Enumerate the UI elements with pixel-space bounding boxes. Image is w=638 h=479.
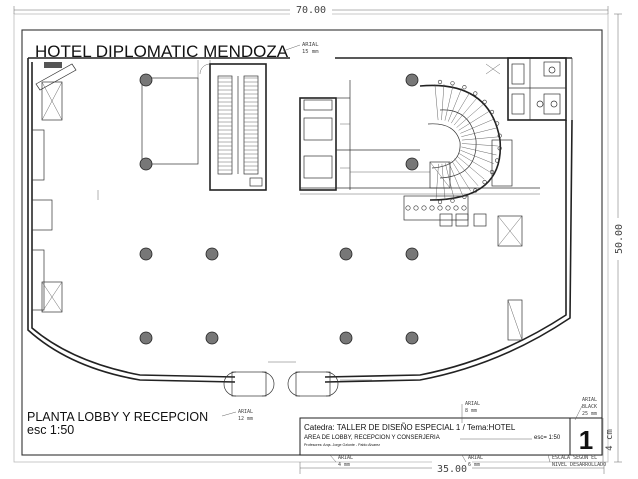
bottom-dimension: 35.00	[299, 461, 605, 475]
sheet-number: 1	[579, 425, 593, 455]
west-niches	[31, 81, 63, 313]
note-number-weight: BLACK	[582, 404, 597, 410]
baluster-dot	[495, 158, 500, 163]
plan-title-note-size: 12 mm	[238, 416, 253, 422]
title-note-size: 15 mm	[302, 49, 319, 55]
column	[139, 247, 153, 261]
bottom-dimension-label: 35.00	[437, 464, 467, 475]
baluster-dot	[453, 205, 459, 211]
column	[405, 247, 419, 261]
column	[339, 331, 353, 345]
note-top-font: ARIAL	[465, 401, 480, 407]
plan-title-note-font: ARIAL	[238, 409, 253, 415]
baluster-dot	[497, 146, 502, 151]
note-number-font: ARIAL	[582, 397, 597, 403]
curved-staircase	[403, 79, 502, 221]
baluster-dot	[497, 133, 502, 138]
baluster-dot	[462, 194, 467, 199]
baluster-dot	[405, 205, 411, 211]
plan-scale: esc 1:50	[27, 423, 74, 437]
baluster-dot	[437, 199, 443, 205]
note-br-line2: NIVEL DESARROLLADO	[552, 462, 606, 468]
column	[339, 247, 353, 261]
note-bl-font: ARIAL	[338, 455, 353, 461]
baluster-dot	[482, 180, 487, 185]
sheet-title: HOTEL DIPLOMATIC MENDOZA	[35, 42, 289, 61]
floor-plan	[27, 57, 573, 397]
baluster-dot	[473, 91, 478, 96]
east-niches	[491, 139, 523, 341]
baluster-dot	[495, 121, 500, 126]
title-note-font: ARIAL	[302, 42, 319, 48]
note-bl-size: 4 mm	[338, 462, 350, 468]
right-dimension: 50.00	[611, 13, 625, 463]
vestibule-box	[141, 77, 199, 165]
title-block-professors: Profesores: Arqs. Jorge Ozlonte - Pablo …	[304, 443, 380, 447]
note-number-size: 25 mm	[582, 411, 597, 417]
sheet-outer-frame	[13, 13, 609, 463]
note-br-line1: ESCALA SEGUN EL	[552, 455, 597, 461]
baluster-dot	[413, 205, 419, 211]
top-dimension: 70.00	[13, 3, 609, 16]
column	[205, 331, 219, 345]
column	[205, 247, 219, 261]
baluster-dot	[473, 188, 478, 193]
note-top-size: 8 mm	[465, 408, 477, 414]
column	[139, 73, 153, 87]
column	[405, 73, 419, 87]
baluster-dot	[421, 205, 427, 211]
entrance-doors	[223, 371, 372, 397]
title-block-course: Catedra: TALLER DE DISEÑO ESPECIAL 1 / T…	[304, 423, 516, 432]
baluster-dot	[450, 198, 455, 203]
title-block-scale: esc= 1:50	[534, 435, 561, 441]
baluster-dot	[445, 205, 451, 211]
restroom-block	[485, 57, 567, 121]
column	[139, 157, 153, 171]
baluster-dot	[429, 205, 435, 211]
baluster-dot	[437, 79, 443, 85]
baluster-dot	[461, 205, 467, 211]
right-small-dimension: 4 cm	[602, 418, 615, 462]
east-wall-inner	[324, 120, 567, 378]
column	[139, 331, 153, 345]
top-dimension-label: 70.00	[296, 5, 326, 16]
elevator-shafts	[299, 80, 351, 191]
reception-boxes	[429, 161, 487, 227]
west-wall-inner	[31, 62, 236, 378]
baluster-dot	[489, 109, 495, 115]
title-leader	[282, 44, 301, 52]
baluster-dot	[450, 81, 455, 86]
plan-title: PLANTA LOBBY Y RECEPCION	[27, 410, 208, 424]
column	[405, 331, 419, 345]
nw-corner-wall	[35, 63, 77, 91]
right-small-dimension-label: 4 cm	[605, 429, 615, 451]
note-bm-size: 6 mm	[468, 462, 480, 468]
title-block-area: AREA DE LOBBY, RECEPCION Y CONSERJERIA	[304, 435, 440, 441]
right-dimension-label: 50.00	[614, 224, 625, 254]
main-staircase	[209, 63, 267, 191]
baluster-dot	[482, 99, 487, 104]
note-bm-font: ARIAL	[468, 455, 483, 461]
west-wall	[27, 58, 236, 383]
east-wall	[324, 119, 573, 383]
structural-columns	[139, 73, 419, 345]
baluster-dot	[462, 85, 467, 90]
column	[405, 157, 419, 171]
baluster-dot	[437, 205, 443, 211]
title-block: Catedra: TALLER DE DISEÑO ESPECIAL 1 / T…	[299, 397, 606, 468]
